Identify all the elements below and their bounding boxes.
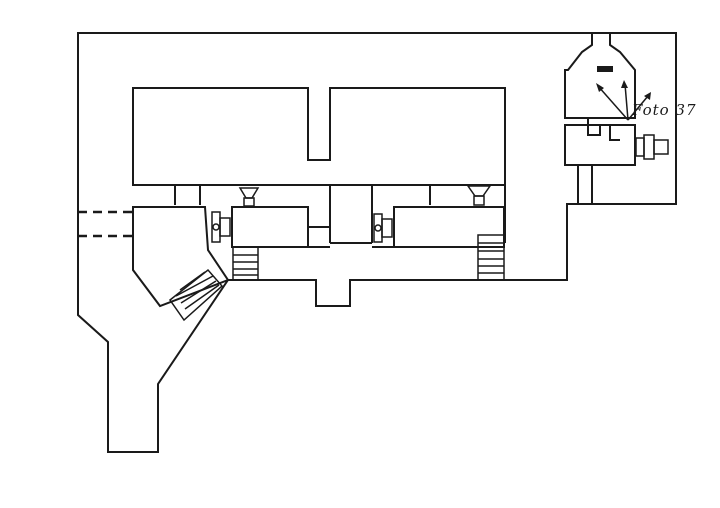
left-casemate — [132, 206, 230, 308]
photo-direction-arrows — [596, 80, 651, 121]
gun-room-left — [231, 206, 309, 248]
gun-mount-icon — [373, 213, 393, 243]
right-tower — [564, 33, 669, 204]
central-corridor — [174, 185, 373, 244]
stairs-left — [232, 246, 259, 281]
stairs-right — [477, 234, 505, 281]
periscope-icon-right — [466, 185, 492, 206]
upper-chamber-block — [132, 87, 506, 186]
gun-mount-icon — [211, 211, 231, 243]
angled-stairs — [168, 268, 224, 322]
photo-reference-label: Foto 37 — [631, 101, 697, 119]
outer-wall-outline — [77, 32, 677, 453]
periscope-icon-left — [238, 187, 260, 207]
gun-room-right — [393, 206, 505, 248]
